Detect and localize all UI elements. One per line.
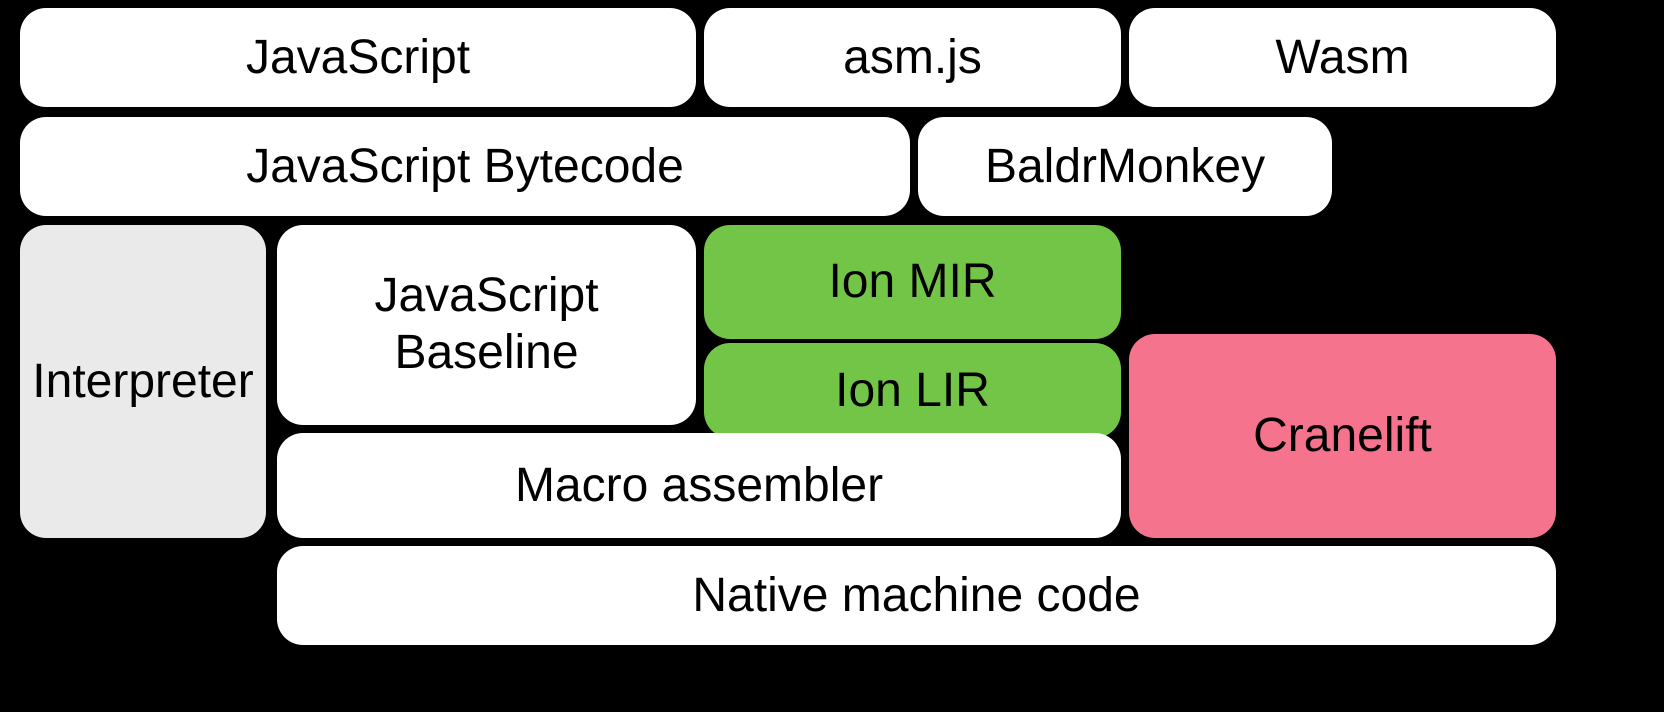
node-javascript-baseline: JavaScript Baseline bbox=[277, 225, 696, 425]
node-asmjs: asm.js bbox=[704, 8, 1121, 107]
node-javascript-bytecode: JavaScript Bytecode bbox=[20, 117, 910, 216]
node-baldrmonkey: BaldrMonkey bbox=[918, 117, 1332, 216]
node-native-machine-code: Native machine code bbox=[277, 546, 1556, 645]
node-javascript: JavaScript bbox=[20, 8, 696, 107]
node-ion-mir: Ion MIR bbox=[704, 225, 1121, 339]
node-wasm: Wasm bbox=[1129, 8, 1556, 107]
node-cranelift: Cranelift bbox=[1129, 334, 1556, 538]
node-interpreter: Interpreter bbox=[20, 225, 266, 538]
node-ion-lir: Ion LIR bbox=[704, 343, 1121, 438]
node-macro-assembler: Macro assembler bbox=[277, 433, 1121, 538]
